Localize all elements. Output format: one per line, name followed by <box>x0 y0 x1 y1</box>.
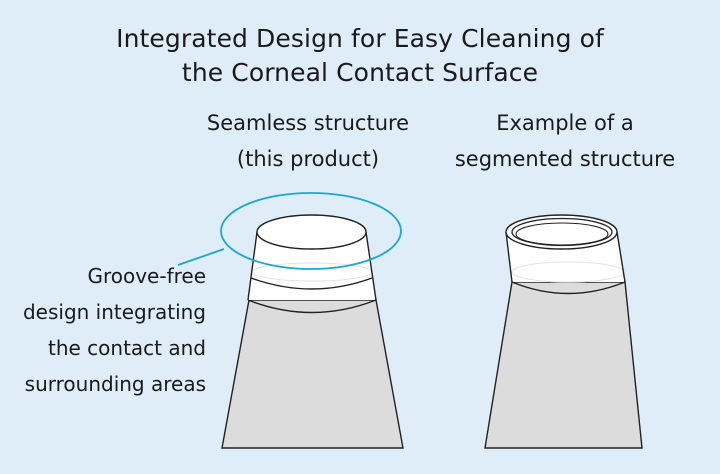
seamless-right-edge <box>365 231 377 301</box>
segmented-structure-label: Example of a segmented structure <box>440 105 690 177</box>
segmented-label-line-2: segmented structure <box>454 147 676 171</box>
seamless-label-line-1: Seamless structure <box>206 111 410 135</box>
seamless-band-top-edge <box>250 277 373 290</box>
callout-leader-line <box>177 248 225 266</box>
callout-line-2: design integrating <box>22 300 206 324</box>
seamless-label-line-2: (this product) <box>236 147 380 171</box>
callout-line-4: surrounding areas <box>24 372 206 396</box>
segmented-probe-body <box>484 281 643 449</box>
segmented-contact-surface <box>515 222 609 246</box>
page-title: Integrated Design for Easy Cleaning of t… <box>0 22 720 90</box>
seamless-structure-label: Seamless structure (this product) <box>198 105 418 177</box>
groove-free-callout: Groove-free design integrating the conta… <box>6 258 206 402</box>
seamless-probe-body <box>221 299 404 449</box>
seamless-left-edge <box>247 231 258 301</box>
segmented-tip-bottom-edge <box>511 281 626 295</box>
title-line-2: the Corneal Contact Surface <box>181 58 539 87</box>
highlight-ellipse <box>220 192 402 270</box>
segmented-probe <box>484 214 643 449</box>
segmented-label-line-1: Example of a <box>496 111 634 135</box>
segmented-left-edge <box>505 231 513 283</box>
segmented-right-edge <box>616 231 626 283</box>
callout-line-3: the contact and <box>47 336 206 360</box>
seamless-probe <box>221 214 404 449</box>
callout-line-1: Groove-free <box>87 264 206 288</box>
seamless-contact-surface <box>256 214 367 250</box>
title-line-1: Integrated Design for Easy Cleaning of <box>116 24 604 53</box>
segmented-outer-rim <box>505 214 618 250</box>
seamless-band-bottom-edge <box>247 299 377 314</box>
callout-highlight <box>177 192 402 270</box>
